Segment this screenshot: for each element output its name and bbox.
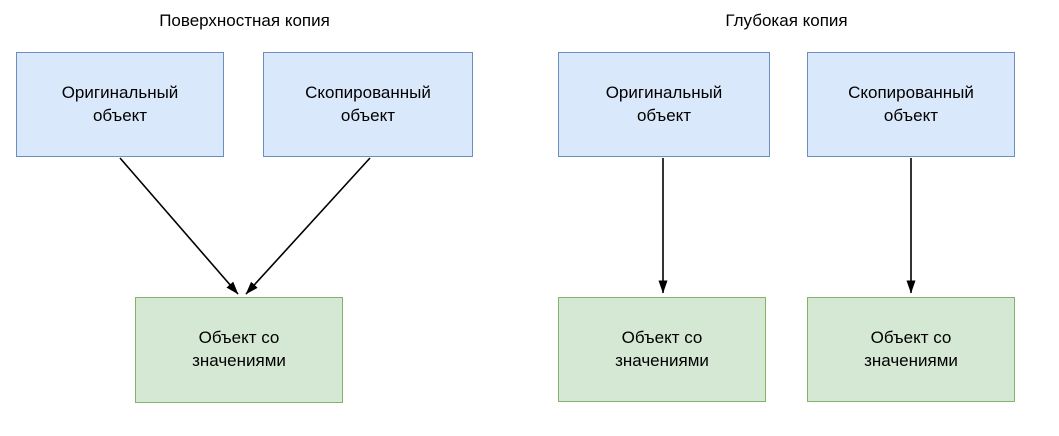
shallow-original-object-node: Оригинальный объект <box>16 52 224 157</box>
deep-copy-title: Глубокая копия <box>725 11 848 30</box>
deep-values-object-node-original: Объект со значениями <box>558 297 766 402</box>
shallow-copy-title: Поверхностная копия <box>159 11 330 30</box>
deep-copied-object-node: Скопированный объект <box>807 52 1015 157</box>
shallow-values-object-node: Объект со значениями <box>135 297 343 403</box>
deep-values-object-node-copied: Объект со значениями <box>807 297 1015 402</box>
shallow-copied-object-node: Скопированный объект <box>263 52 473 157</box>
arrow-shallow-copied-to-values <box>245 157 371 295</box>
arrow-shallow-original-to-values <box>119 157 239 295</box>
deep-original-object-node: Оригинальный объект <box>558 52 770 157</box>
